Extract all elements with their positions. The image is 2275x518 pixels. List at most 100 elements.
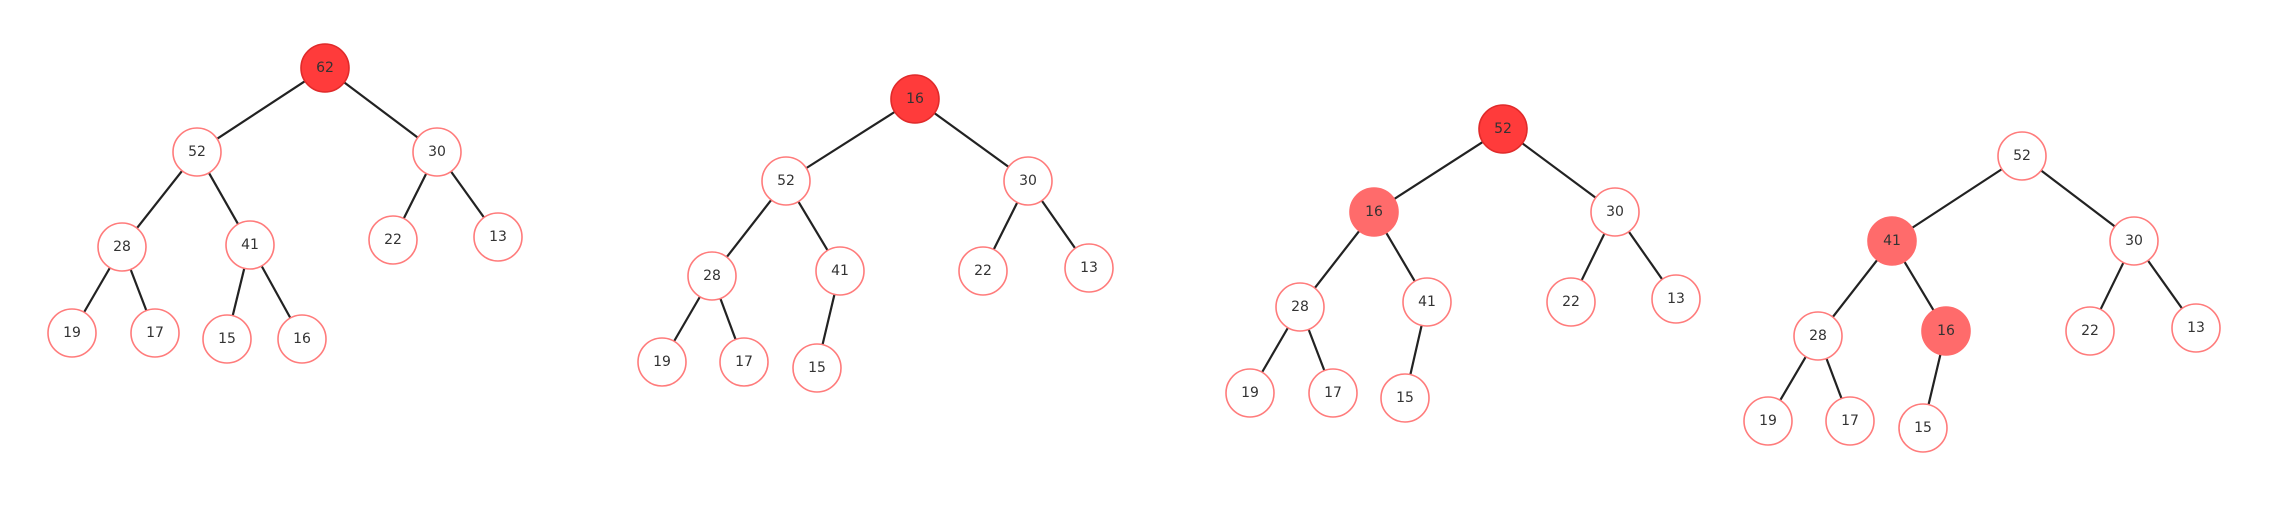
node-circle bbox=[1921, 306, 1971, 356]
node-label: 15 bbox=[1914, 420, 1932, 436]
node-circle bbox=[1275, 282, 1325, 332]
tree-edge bbox=[1307, 329, 1326, 371]
node-label: 62 bbox=[316, 60, 334, 76]
node-circle bbox=[2109, 216, 2159, 266]
heap-node: 28 bbox=[687, 251, 737, 301]
heap-node: 41 bbox=[225, 220, 275, 270]
node-label: 16 bbox=[293, 331, 311, 347]
node-circle bbox=[1793, 311, 1843, 361]
heap-node: 13 bbox=[2171, 303, 2221, 353]
heap-node: 62 bbox=[300, 43, 350, 93]
node-circle bbox=[1478, 104, 1528, 154]
heap-node: 15 bbox=[202, 314, 252, 364]
node-circle bbox=[815, 246, 865, 296]
heap-node: 15 bbox=[1898, 403, 1948, 453]
heap-node: 41 bbox=[815, 246, 865, 296]
node-circle bbox=[1225, 368, 1275, 418]
node-label: 16 bbox=[1937, 323, 1955, 339]
heap-node: 15 bbox=[792, 343, 842, 393]
heap-node: 28 bbox=[1275, 282, 1325, 332]
tree-edge bbox=[216, 80, 306, 140]
node-label: 22 bbox=[974, 263, 992, 279]
heap-node: 22 bbox=[1546, 277, 1596, 327]
node-circle bbox=[130, 308, 180, 358]
tree-edge bbox=[992, 201, 1019, 251]
node-label: 19 bbox=[1759, 413, 1777, 429]
heap-node: 15 bbox=[1380, 373, 1430, 423]
node-circle bbox=[792, 343, 842, 393]
node-label: 28 bbox=[1809, 328, 1827, 344]
tree-edge bbox=[725, 199, 773, 258]
tree-edge bbox=[1831, 259, 1879, 318]
node-circle bbox=[412, 127, 462, 177]
node-label: 19 bbox=[63, 325, 81, 341]
node-label: 28 bbox=[113, 239, 131, 255]
node-label: 17 bbox=[735, 354, 753, 370]
node-circle bbox=[1064, 243, 1114, 293]
tree-edge bbox=[2099, 262, 2125, 310]
heap-node: 16 bbox=[1349, 187, 1399, 237]
tree-edge bbox=[129, 269, 148, 311]
node-label: 41 bbox=[1418, 294, 1436, 310]
heap-node: 17 bbox=[1308, 368, 1358, 418]
heap-node: 19 bbox=[637, 337, 687, 387]
heap-node: 19 bbox=[47, 308, 97, 358]
node-label: 15 bbox=[1396, 390, 1414, 406]
tree-edge bbox=[1409, 325, 1423, 375]
node-label: 17 bbox=[1841, 413, 1859, 429]
tree-edge bbox=[805, 110, 896, 170]
tree-edge bbox=[1385, 232, 1416, 282]
tree-edge bbox=[1393, 141, 1484, 200]
tree-edge bbox=[343, 81, 419, 139]
node-label: 13 bbox=[2187, 320, 2205, 336]
heap-node: 52 bbox=[1997, 131, 2047, 181]
heap-node: 52 bbox=[1478, 104, 1528, 154]
node-label: 30 bbox=[1606, 204, 1624, 220]
tree-edge bbox=[1911, 168, 2003, 229]
node-label: 17 bbox=[1324, 385, 1342, 401]
node-circle bbox=[225, 220, 275, 270]
tree-edge bbox=[136, 170, 183, 229]
heap-node: 17 bbox=[719, 337, 769, 387]
heap-node: 19 bbox=[1225, 368, 1275, 418]
heap-node: 19 bbox=[1743, 396, 1793, 446]
tree-edge bbox=[719, 298, 737, 340]
node-circle bbox=[2065, 306, 2115, 356]
heap-node: 22 bbox=[2065, 306, 2115, 356]
heap-node: 22 bbox=[368, 215, 418, 265]
heap-node: 28 bbox=[1793, 311, 1843, 361]
heap-node: 22 bbox=[958, 246, 1008, 296]
node-circle bbox=[1651, 274, 1701, 324]
tree-edge bbox=[1040, 200, 1077, 249]
tree-edge bbox=[1825, 358, 1843, 399]
tree-edge bbox=[1261, 327, 1289, 373]
node-label: 15 bbox=[218, 331, 236, 347]
heap-node: 13 bbox=[473, 212, 523, 262]
node-label: 22 bbox=[2081, 323, 2099, 339]
node-circle bbox=[1003, 156, 1053, 206]
node-label: 52 bbox=[1494, 121, 1512, 137]
heap-node: 41 bbox=[1402, 277, 1452, 327]
node-circle bbox=[890, 74, 940, 124]
tree-edge bbox=[797, 201, 829, 251]
node-label: 22 bbox=[384, 232, 402, 248]
node-circle bbox=[1402, 277, 1452, 327]
node-circle bbox=[473, 212, 523, 262]
node-circle bbox=[172, 127, 222, 177]
node-label: 19 bbox=[1241, 385, 1259, 401]
node-circle bbox=[1825, 396, 1875, 446]
heap-node: 30 bbox=[1590, 187, 1640, 237]
node-circle bbox=[761, 156, 811, 206]
tree-edge bbox=[933, 112, 1010, 168]
node-label: 15 bbox=[808, 360, 826, 376]
node-circle bbox=[637, 337, 687, 387]
tree-edge bbox=[260, 265, 292, 319]
heap-node: 16 bbox=[1921, 306, 1971, 356]
node-label: 41 bbox=[831, 263, 849, 279]
heap-node: 17 bbox=[1825, 396, 1875, 446]
node-label: 16 bbox=[906, 91, 924, 107]
